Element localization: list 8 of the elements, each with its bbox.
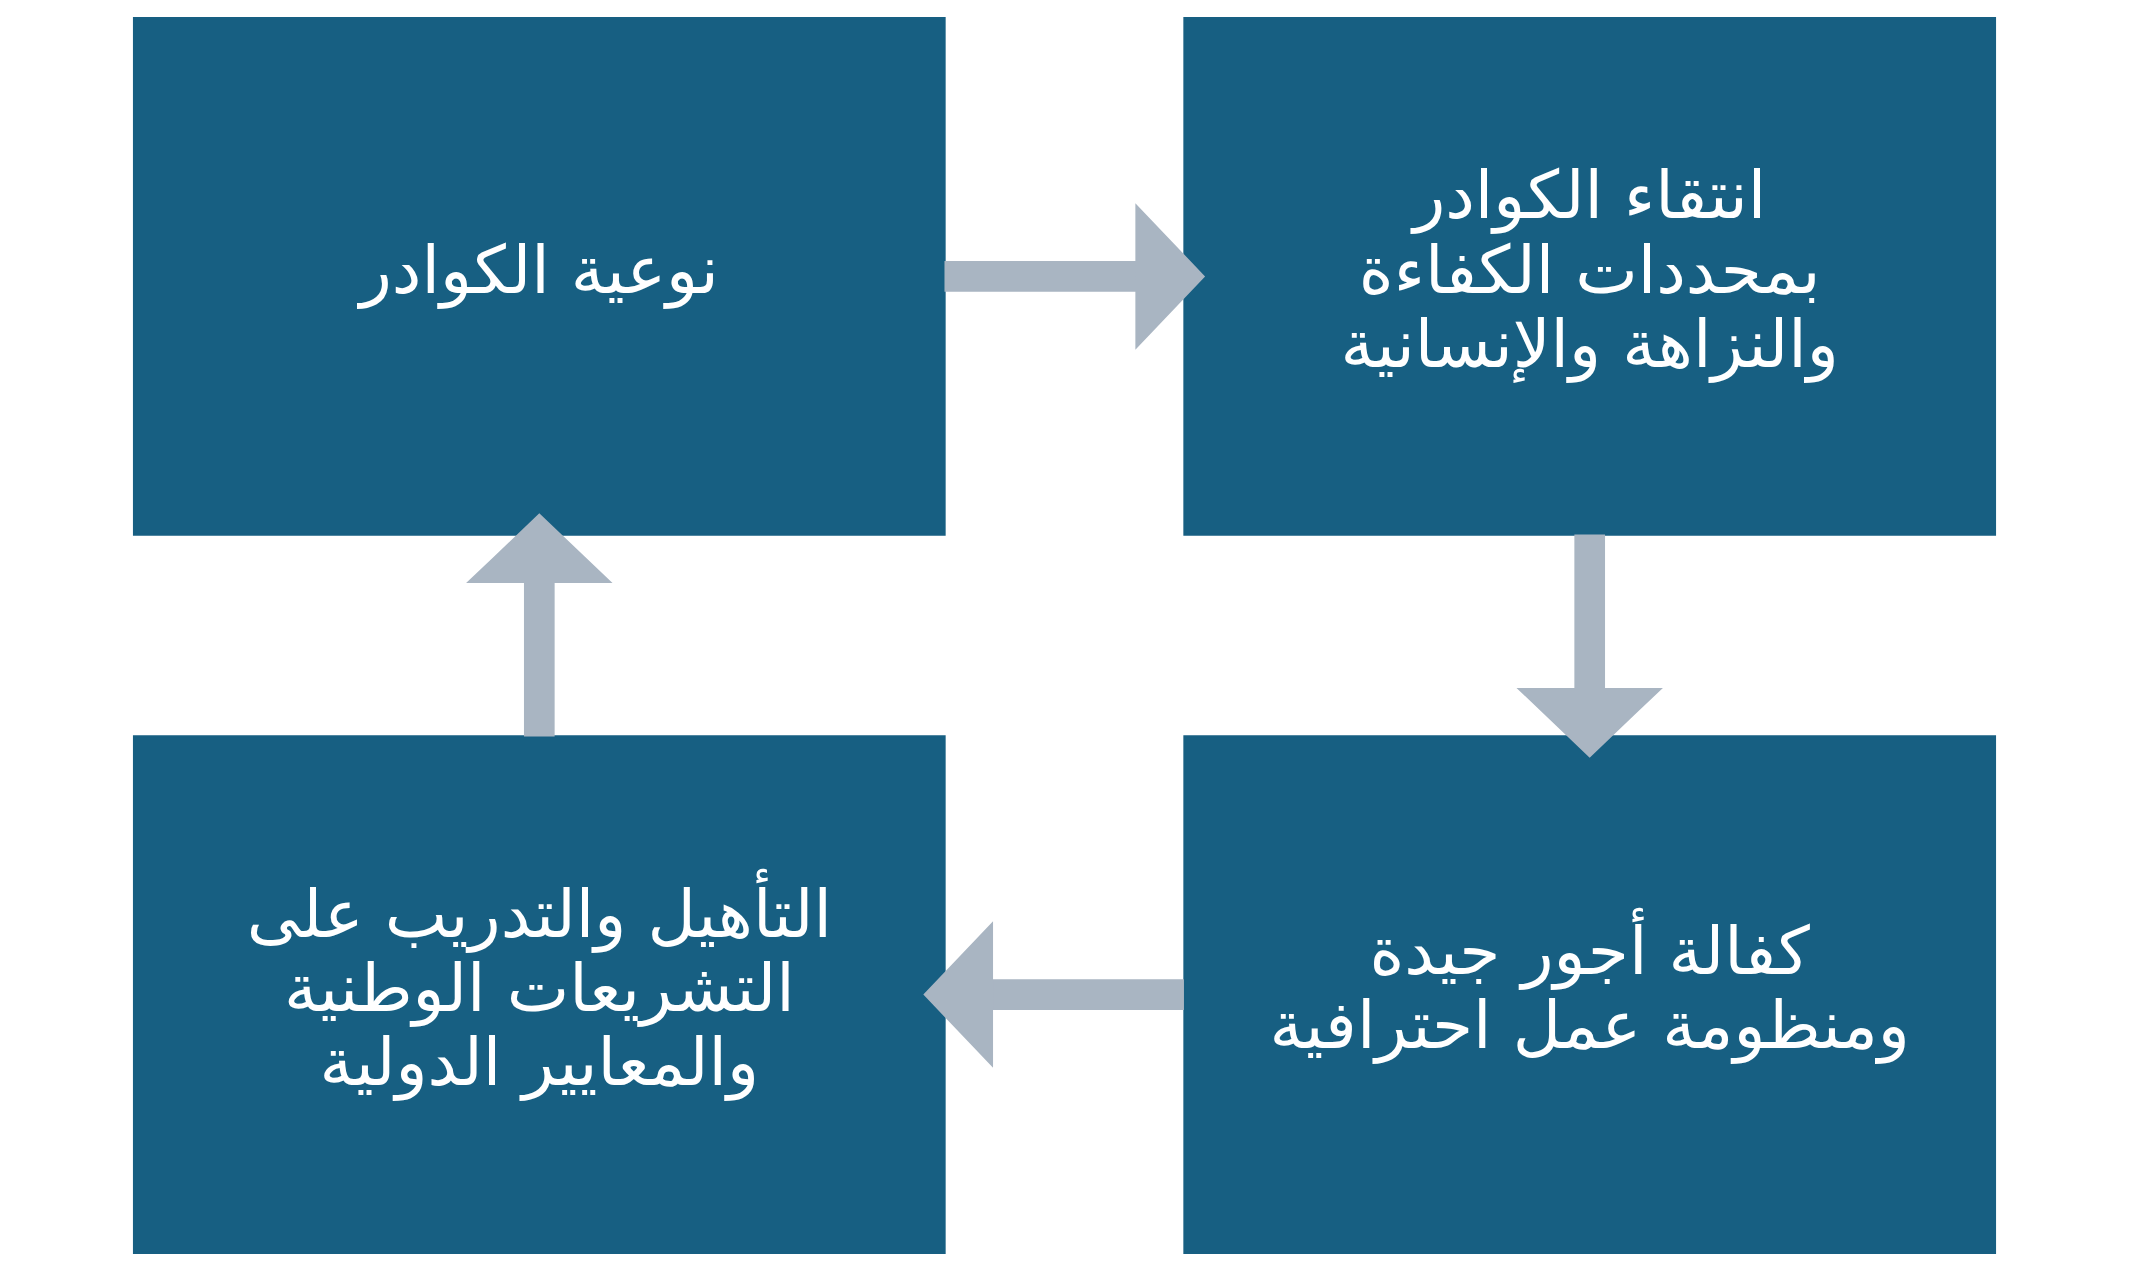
node-box: التأهيل والتدريب على التشريعات الوطنية والمعايير الدولية	[132, 735, 946, 1254]
arrow	[944, 203, 1206, 350]
arrow	[1516, 534, 1663, 758]
node-box: انتقاء الكوادر بمحددات الكفاءة والنزاهة والإنسانية	[1183, 17, 1997, 536]
node-box: كفالة أجور جيدة ومنظومة عمل احترافية	[1183, 735, 1997, 1254]
arrow	[923, 921, 1184, 1068]
arrow	[466, 513, 613, 737]
node-box: نوعية الكوادر	[132, 17, 946, 536]
